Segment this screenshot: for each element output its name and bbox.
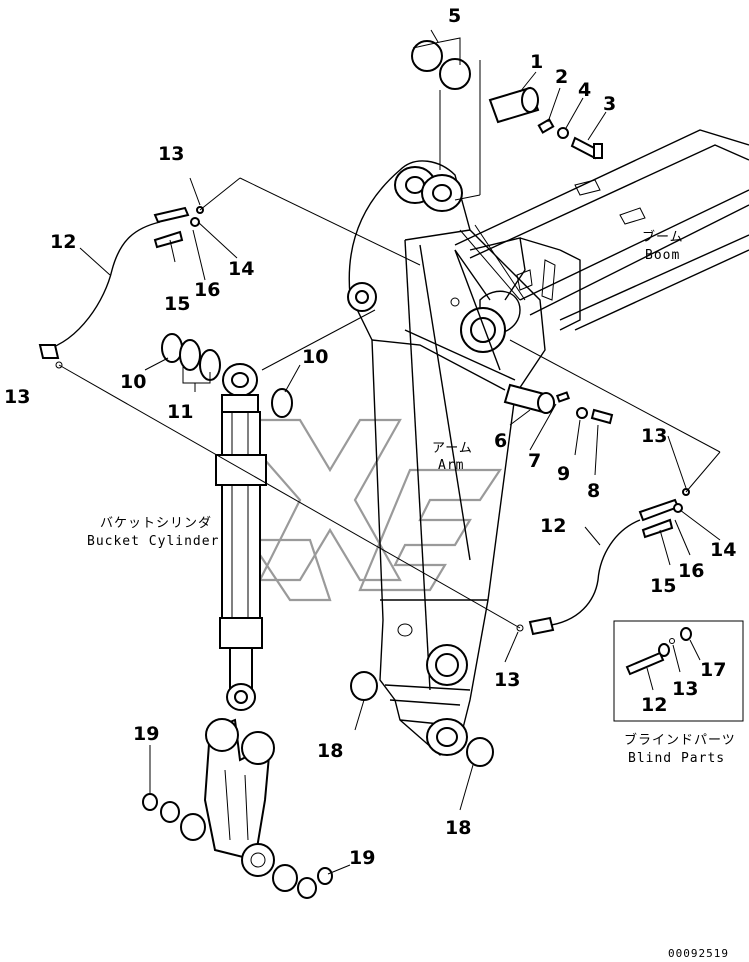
washers-10-11	[161, 333, 293, 418]
callout-12-upper: 12	[50, 231, 76, 253]
grease-line-upper	[38, 206, 204, 369]
callout-19-right: 19	[349, 847, 375, 869]
callout-10-right: 10	[302, 346, 328, 368]
callout-9: 9	[557, 463, 570, 485]
boom	[454, 129, 749, 353]
arm	[347, 160, 546, 756]
blind-parts-label-jp: ブラインドパーツ	[624, 732, 736, 748]
callout-14-upper: 14	[228, 258, 254, 280]
arm-label-jp: アーム	[432, 441, 473, 456]
bucket-link	[142, 718, 333, 899]
blind-parts-label-en: Blind Parts	[628, 751, 725, 766]
callout-1: 1	[530, 51, 543, 73]
pin-6-group	[503, 383, 614, 425]
callout-18-right: 18	[445, 817, 471, 839]
callout-13-top: 13	[158, 143, 184, 165]
bucket-cylinder-label-jp: バケットシリンダ	[100, 516, 212, 531]
callout-numbers: 1 2 3 4 5 6 7 8 9 10 10 11 12 12 12 13 1…	[4, 5, 736, 869]
boom-label-en: Boom	[645, 248, 680, 263]
o-ring-18-left	[350, 671, 378, 701]
callout-15-upper: 15	[164, 293, 190, 315]
arm-label-en: Arm	[438, 458, 464, 473]
callout-15-lower: 15	[650, 575, 676, 597]
grease-line-lower	[516, 488, 690, 636]
callout-8: 8	[587, 480, 600, 502]
callout-11: 11	[167, 401, 193, 423]
document-number: 00092519	[668, 947, 729, 960]
callout-13-blind: 13	[672, 678, 698, 700]
pin-1-group	[488, 86, 603, 160]
bucket-cylinder	[215, 363, 267, 711]
callout-12-blind: 12	[641, 694, 667, 716]
callout-16-lower: 16	[678, 560, 704, 582]
boom-label-jp: ブーム	[642, 229, 684, 245]
o-ring-18-right	[466, 737, 494, 767]
callout-5: 5	[448, 5, 461, 27]
leader-lines	[58, 29, 721, 875]
callout-7: 7	[528, 450, 541, 472]
callout-3: 3	[603, 93, 616, 115]
callout-17: 17	[700, 659, 726, 681]
shims-5	[411, 37, 471, 170]
bucket-cylinder-label-en: Bucket Cylinder	[87, 534, 219, 549]
callout-10-left: 10	[120, 371, 146, 393]
callout-6: 6	[494, 430, 507, 452]
blind-parts-box	[613, 620, 744, 722]
callout-13-left: 13	[4, 386, 30, 408]
callout-19-left: 19	[133, 723, 159, 745]
callout-13-right: 13	[641, 425, 667, 447]
callout-13-lower: 13	[494, 669, 520, 691]
callout-18-left: 18	[317, 740, 343, 762]
callout-14-lower: 14	[710, 539, 736, 561]
callout-12-lower: 12	[540, 515, 566, 537]
callout-2: 2	[555, 66, 568, 88]
callout-16-upper: 16	[194, 279, 220, 301]
callout-4: 4	[578, 79, 591, 101]
